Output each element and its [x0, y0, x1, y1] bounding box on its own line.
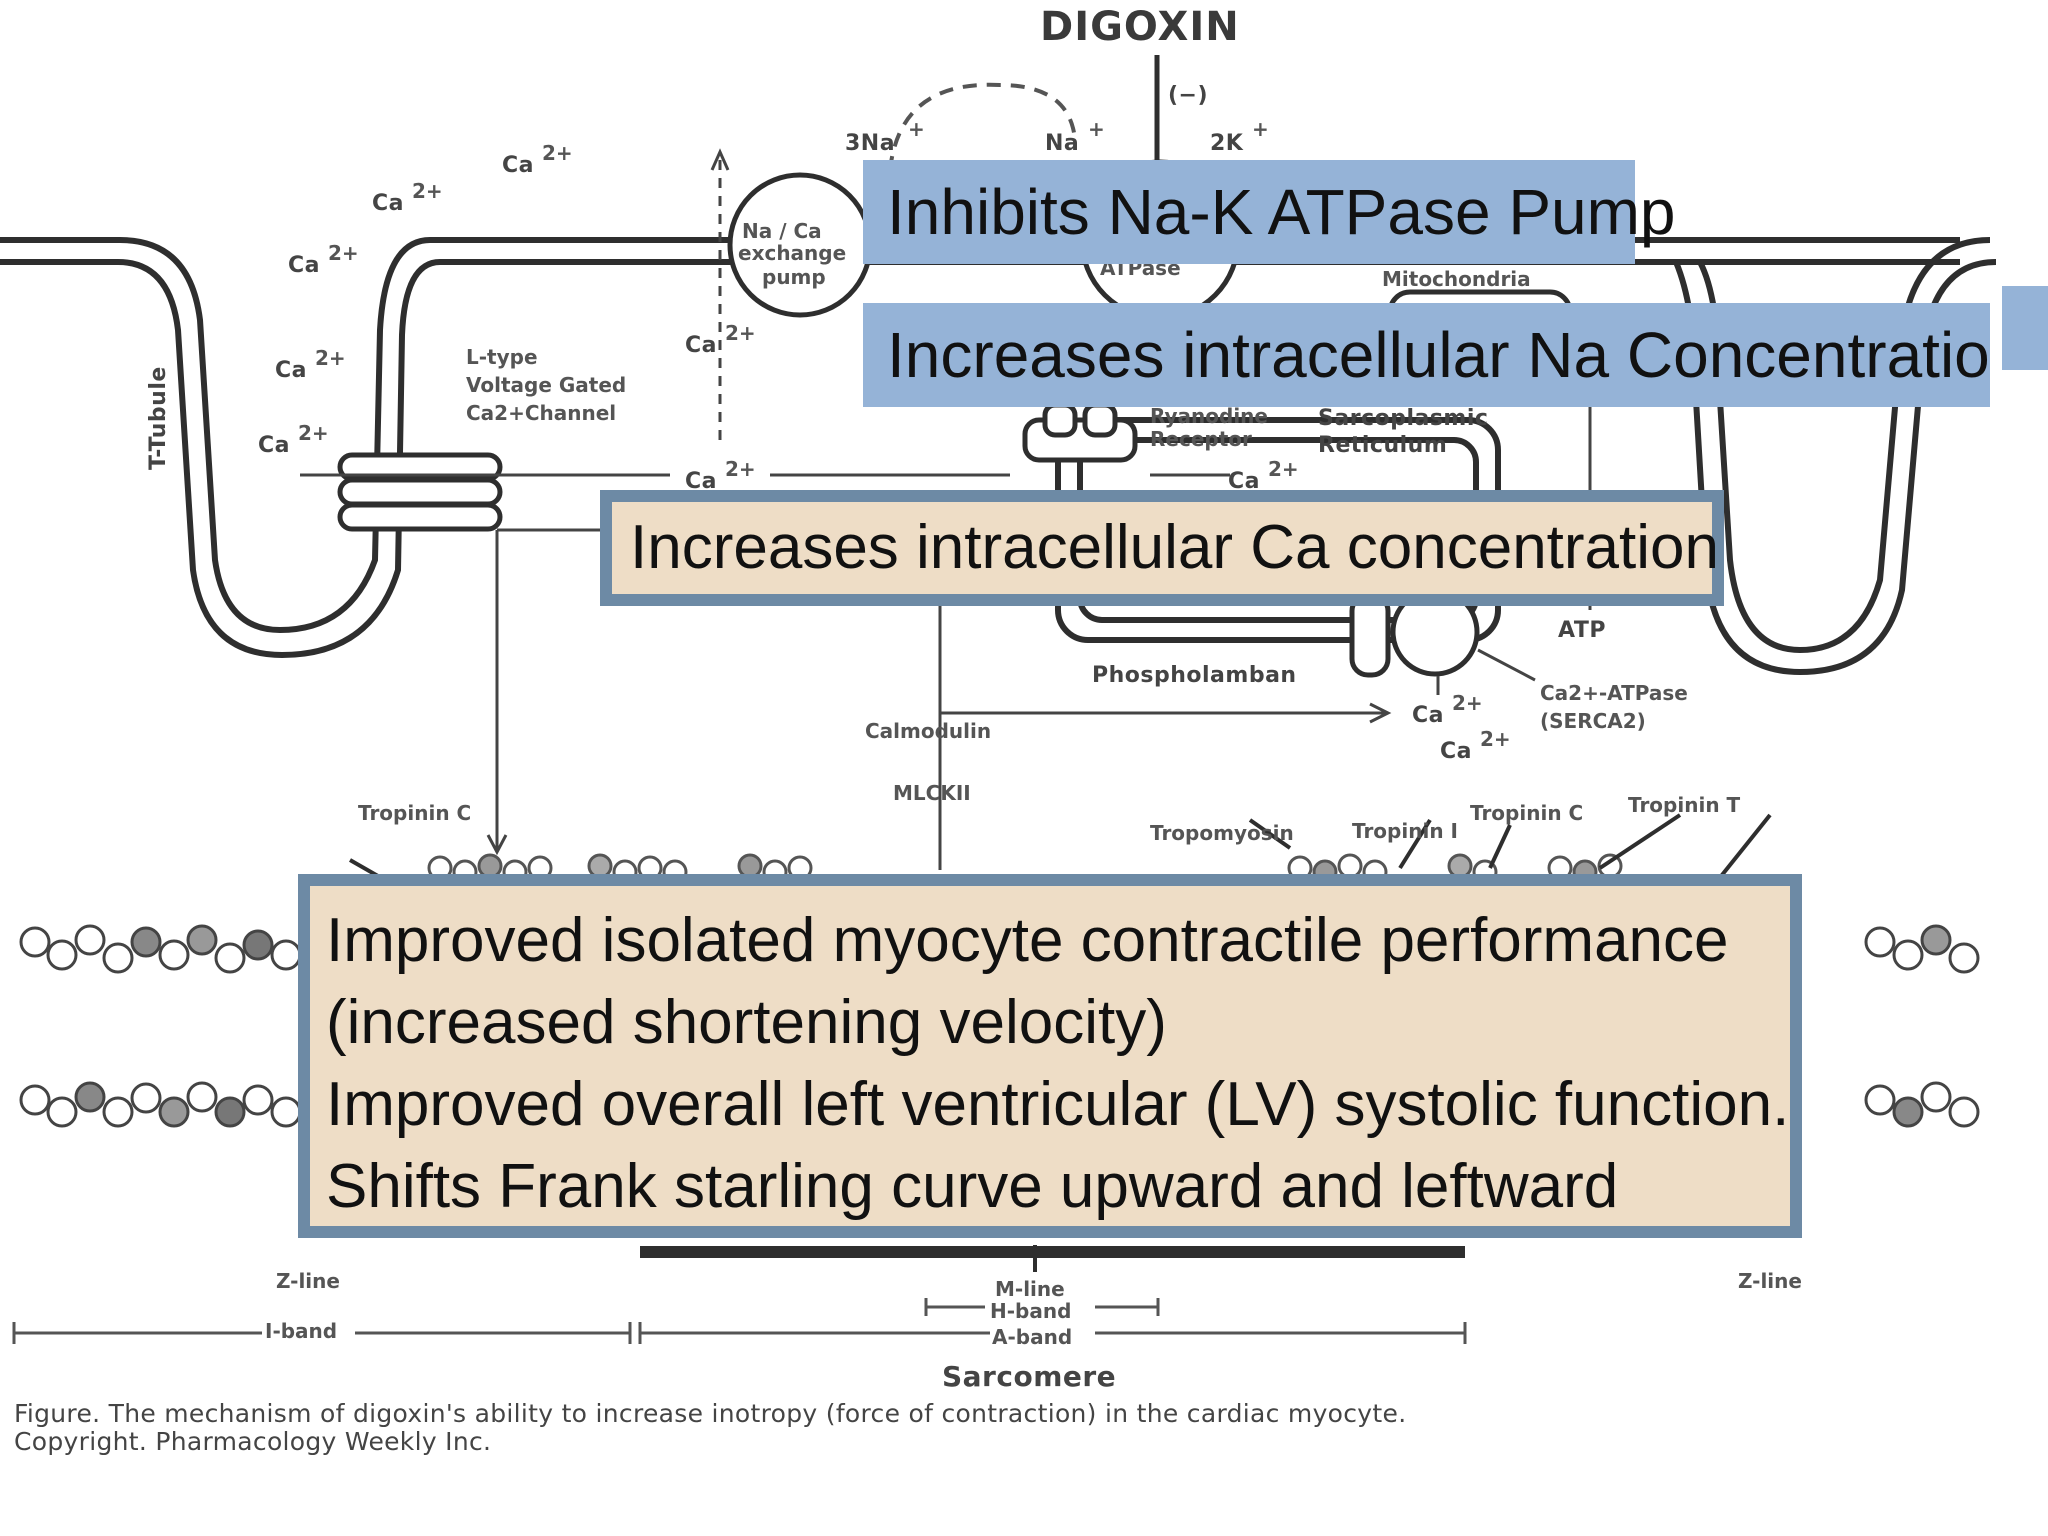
ca-sr-release-charge: 2+ [1268, 457, 1299, 481]
ca-serca-2: Ca [1440, 739, 1472, 764]
ca-serca-1-charge: 2+ [1452, 691, 1483, 715]
increases-ca-text: Increases intracellular Ca concentration [630, 513, 1719, 582]
ca-outside-2-charge: 2+ [412, 179, 443, 203]
ca-outside-4-charge: 2+ [315, 346, 346, 370]
ca-serca-1: Ca [1412, 703, 1444, 728]
caption-line-1: Figure. The mechanism of digoxin's abili… [14, 1399, 1407, 1428]
serca-label-2: (SERCA2) [1540, 709, 1646, 733]
tropinin-c-right-label: Tropinin C [1470, 801, 1583, 825]
ca-outside-2: Ca [372, 191, 404, 216]
ion-2k: 2K [1210, 131, 1244, 156]
ca-exchanger: Ca [685, 333, 717, 358]
ca-outside-3: Ca [288, 253, 320, 278]
l-type-label-3: Ca2+Channel [466, 401, 616, 425]
sarcoplasmic-label-1: Sarcoplasmic [1318, 406, 1488, 431]
l-type-label-1: L-type [466, 345, 538, 369]
tropinin-t-label: Tropinin T [1628, 793, 1741, 817]
inhibit-sign: (−) [1168, 83, 1208, 108]
ca-outside-3-charge: 2+ [328, 241, 359, 265]
phospholamban [1349, 592, 1391, 678]
ca-exchanger-charge: 2+ [725, 321, 756, 345]
a-band-label: A-band [992, 1325, 1072, 1349]
tropinin-c-left-label: Tropinin C [358, 801, 471, 825]
increases-ca-box: Increases intracellular Ca concentration [600, 490, 1724, 606]
t-tubule-label: T-Tubule [146, 366, 171, 470]
ryanodine-receptor [1022, 402, 1138, 463]
inhibits-pump-text: Inhibits Na-K ATPase Pump [887, 176, 1676, 248]
caption-line-2: Copyright. Pharmacology Weekly Inc. [14, 1427, 492, 1456]
ion-2k-plus: + [1252, 117, 1269, 141]
increases-na-text: Increases intracellular Na Concentration [887, 319, 1990, 391]
ryanodine-label-2: Receptor [1150, 427, 1252, 451]
digoxin-title: DIGOXIN [1040, 4, 1240, 50]
exchanger-label-1: Na / Ca [742, 219, 822, 243]
l-type-calcium-channel [337, 452, 503, 532]
ca-outside-1: Ca [502, 153, 534, 178]
mlckii-label: MLCKII [893, 781, 971, 805]
m-line-label: M-line [995, 1277, 1065, 1301]
i-band-label: I-band [265, 1319, 337, 1343]
cell-membrane-outer [0, 237, 1960, 634]
effect-line-2: (increased shortening velocity) [326, 988, 1167, 1057]
h-band-label: H-band [990, 1299, 1071, 1323]
ca-outside-5-charge: 2+ [298, 421, 329, 445]
sarcoplasmic-label-2: Reticulum [1318, 433, 1447, 458]
increases-na-box: Increases intracellular Na Concentration [863, 303, 1990, 407]
effect-line-3: Improved overall left ventricular (LV) s… [326, 1070, 1790, 1139]
atp-label: ATP [1558, 618, 1606, 643]
mitochondria-label: Mitochondria [1382, 267, 1531, 291]
sarcomere-label: Sarcomere [942, 1360, 1116, 1393]
ca-cytosol-left-charge: 2+ [725, 457, 756, 481]
figure-caption: Figure. The mechanism of digoxin's abili… [14, 1400, 1406, 1456]
ion-na: Na [1045, 131, 1079, 156]
exchanger-label-2: exchange [738, 241, 846, 265]
myofilament-top [19, 924, 1980, 974]
ion-3na-plus: + [908, 117, 925, 141]
effects-box: Improved isolated myocyte contractile pe… [298, 874, 1802, 1238]
effect-line-4: Shifts Frank starling curve upward and l… [326, 1152, 1619, 1221]
ca-cytosol-left: Ca [685, 469, 717, 494]
inhibits-pump-box: Inhibits Na-K ATPase Pump [863, 160, 1676, 264]
right-edge-blue-tab [2002, 286, 2048, 370]
ion-na-plus: + [1088, 117, 1105, 141]
z-line-right-label: Z-line [1738, 1269, 1802, 1293]
serca-label-1: Ca2+-ATPase [1540, 681, 1688, 705]
l-type-label-2: Voltage Gated [466, 373, 626, 397]
ca-sr-release: Ca [1228, 469, 1260, 494]
exchanger-label-3: pump [762, 265, 826, 289]
tropomyosin-label: Tropomyosin [1150, 821, 1294, 845]
ca-outside-5: Ca [258, 433, 290, 458]
effect-line-1: Improved isolated myocyte contractile pe… [326, 906, 1729, 975]
phospholamban-label: Phospholamban [1092, 663, 1297, 688]
calmodulin-label: Calmodulin [865, 719, 991, 743]
tropinin-i-label: Tropinin I [1352, 819, 1458, 843]
right-membrane-loop [1697, 237, 1991, 654]
myofilament-bottom [19, 1081, 1980, 1128]
ca-outside-1-charge: 2+ [542, 141, 573, 165]
z-line-left-label: Z-line [276, 1269, 340, 1293]
ca-serca-2-charge: 2+ [1480, 727, 1511, 751]
cell-membrane-inner [0, 259, 1960, 659]
ryanodine-label-1: Ryanodine [1150, 404, 1268, 428]
ion-3na: 3Na [845, 131, 895, 156]
ca-outside-4: Ca [275, 358, 307, 383]
